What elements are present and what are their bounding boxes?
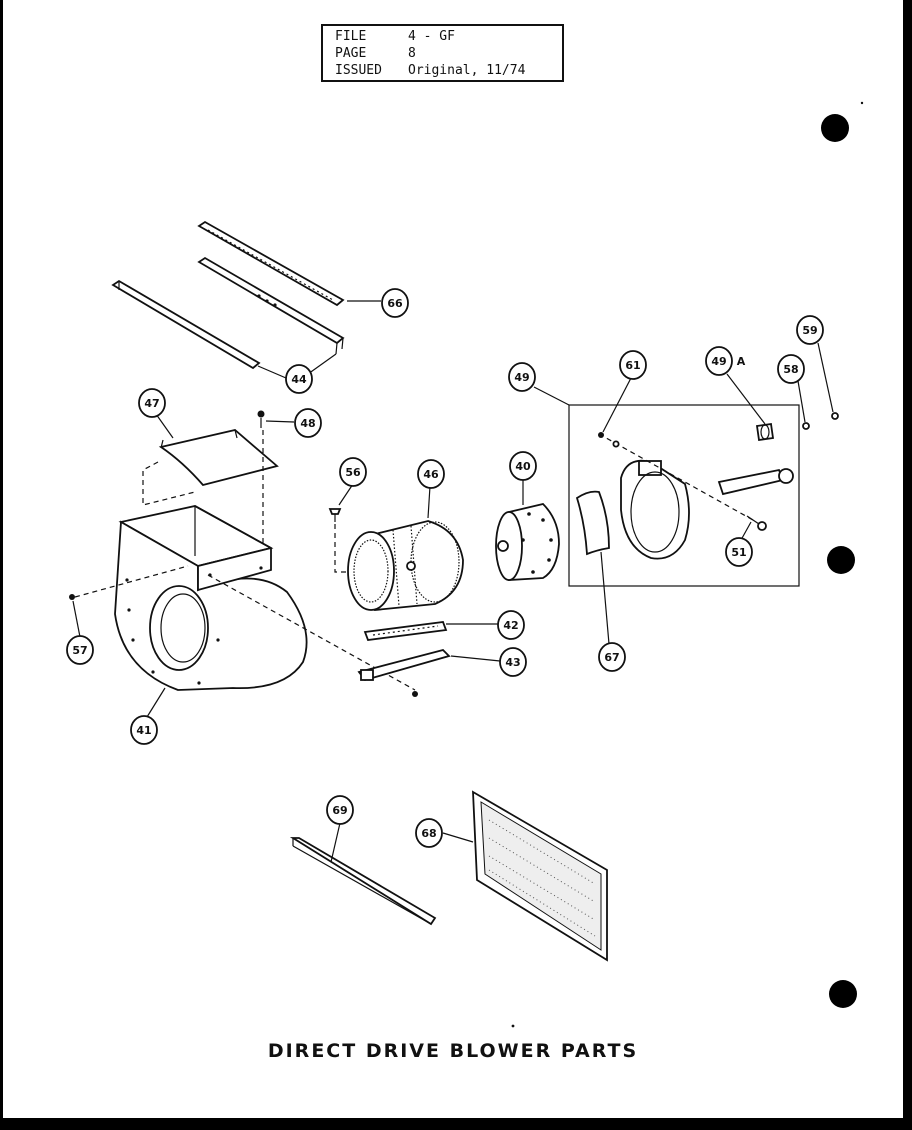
callout-41: 41: [130, 715, 158, 745]
callout-58: 58: [777, 354, 805, 384]
part-59-nut: [831, 412, 839, 420]
callout-44: 44: [285, 364, 313, 394]
callout-48-label: 48: [300, 417, 315, 430]
part-47-deflector: [158, 429, 279, 487]
file-info-box: FILE 4 - GF PAGE 8 ISSUED Original, 11/74: [321, 24, 564, 82]
callout-57-label: 57: [72, 644, 87, 657]
part-49-group-box: [568, 404, 800, 587]
parts-sheet: FILE 4 - GF PAGE 8 ISSUED Original, 11/74: [3, 0, 903, 1118]
page-label: PAGE: [335, 46, 367, 61]
speck: [511, 1024, 515, 1028]
file-value: 4 - GF: [408, 29, 455, 44]
callout-59: 59: [796, 315, 824, 345]
callout-48: 48: [294, 408, 322, 438]
callout-49-label: 49: [514, 371, 529, 384]
callout-42-label: 42: [503, 619, 518, 632]
callout-68: 68: [415, 818, 443, 848]
part-66-rail: [197, 220, 345, 307]
callout-61-label: 61: [625, 359, 640, 372]
callout-51: 51: [725, 537, 753, 567]
part-68-filter: [472, 790, 608, 962]
binder-hole: [827, 546, 855, 574]
callout-56-label: 56: [345, 466, 361, 479]
callout-49a-suffix: A: [737, 355, 746, 368]
part-57-screw: [69, 565, 416, 691]
callout-43: 43: [499, 647, 527, 677]
callout-49: 49: [508, 362, 536, 392]
callout-40: 40: [509, 451, 537, 481]
callout-56: 56: [339, 457, 367, 487]
part-42-strap: [363, 621, 448, 641]
callout-49a-label: 49: [711, 355, 726, 368]
part-67-gasket: [575, 490, 610, 556]
callout-67: 67: [598, 642, 626, 672]
callout-46-label: 46: [423, 468, 439, 481]
callout-58-label: 58: [783, 363, 798, 376]
page-value: 8: [408, 46, 416, 61]
part-69-filter-strip: [289, 837, 437, 926]
callout-69-label: 69: [332, 804, 347, 817]
callout-61: 61: [619, 350, 647, 380]
part-49a-arm: [717, 422, 794, 496]
callout-67-label: 67: [604, 651, 619, 664]
part-40-motor: [495, 503, 560, 581]
part-61-washers: [598, 432, 620, 448]
issued-row: ISSUED Original, 11/74: [335, 63, 525, 79]
exploded-parts-diagram: 66 44 47 48 56 46 40 49 61 49A 58 59 51 …: [66, 101, 864, 1028]
part-44-brackets: [111, 256, 345, 370]
binder-hole: [821, 114, 849, 142]
part-48-screw: [257, 410, 265, 428]
part-56-screw: [328, 508, 355, 573]
speck: [860, 101, 864, 105]
issued-value: Original, 11/74: [408, 63, 526, 78]
callout-59-label: 59: [802, 324, 817, 337]
issued-label: ISSUED: [335, 63, 382, 78]
callout-66: 66: [381, 288, 409, 318]
file-label: FILE: [335, 29, 367, 44]
callout-49a: 49 A: [705, 346, 746, 376]
callout-51-label: 51: [731, 546, 746, 559]
callout-57: 57: [66, 635, 94, 665]
page-row: PAGE 8: [335, 46, 416, 62]
callout-43-label: 43: [505, 656, 520, 669]
binder-hole: [829, 980, 857, 1008]
part-41-blower-housing: [114, 505, 308, 691]
part-49-mount-ring: [598, 433, 754, 560]
diagram-caption: DIRECT DRIVE BLOWER PARTS: [267, 1040, 639, 1062]
callout-47: 47: [138, 388, 166, 418]
callout-40-label: 40: [515, 460, 531, 473]
callout-44-label: 44: [291, 373, 307, 386]
part-51-bolt: [746, 515, 767, 531]
part-58-washer: [802, 422, 810, 430]
callout-66-label: 66: [387, 297, 403, 310]
callout-leaders: [72, 300, 834, 863]
part-46-blower-wheel: [347, 520, 464, 611]
callout-47-label: 47: [144, 397, 159, 410]
callout-68-label: 68: [421, 827, 436, 840]
callout-46: 46: [417, 459, 445, 489]
callout-41-label: 41: [136, 724, 151, 737]
part-43-bracket: [357, 648, 451, 697]
callout-69: 69: [326, 795, 354, 825]
file-row: FILE 4 - GF: [335, 29, 455, 45]
callout-42: 42: [497, 610, 525, 640]
